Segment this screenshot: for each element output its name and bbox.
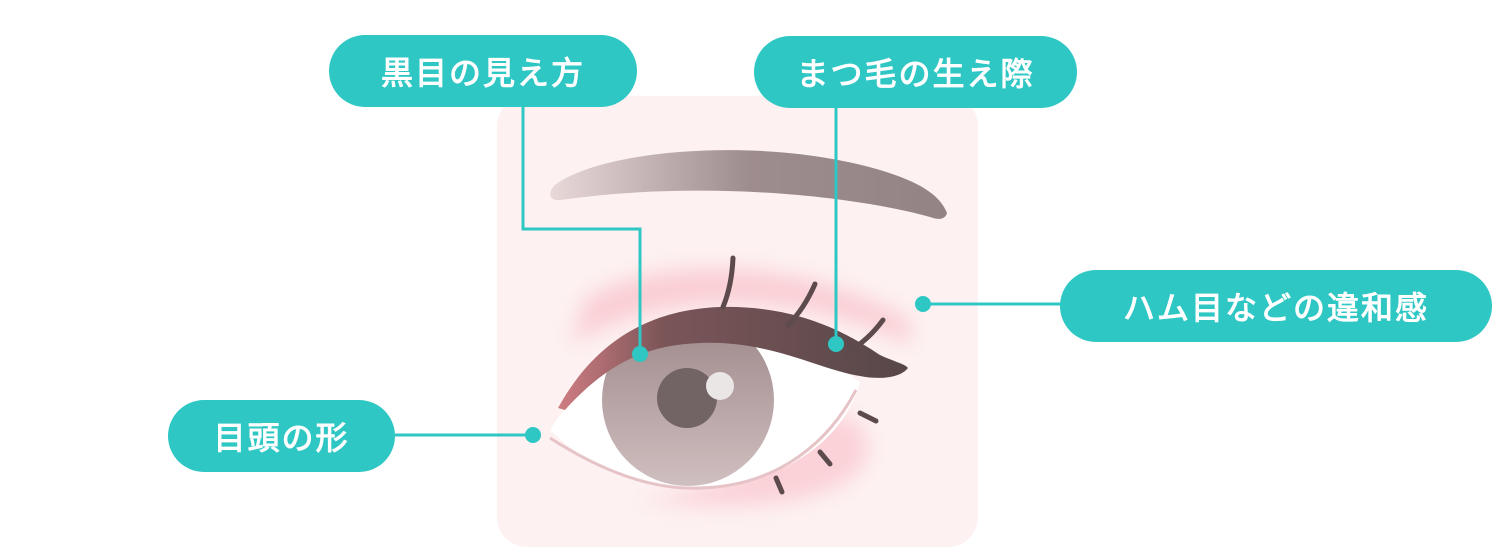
label-iris-view: 黒目の見え方 xyxy=(329,35,637,107)
eyebrow xyxy=(550,150,947,219)
label-lash-line: まつ毛の生え際 xyxy=(754,36,1077,108)
marker-iris xyxy=(632,346,648,362)
pupil xyxy=(657,368,717,428)
leader-lines xyxy=(395,107,1062,437)
marker-lash-line xyxy=(828,336,844,352)
marker-ham-eye xyxy=(915,296,931,312)
highlight xyxy=(706,372,734,400)
eyelashes xyxy=(720,255,886,495)
eyeliner xyxy=(558,306,908,410)
label-inner-corner: 目頭の形 xyxy=(168,400,395,472)
marker-inner-corner xyxy=(525,427,541,443)
lower-lid-line xyxy=(549,389,858,490)
label-ham-eye: ハム目などの違和感 xyxy=(1060,270,1492,342)
